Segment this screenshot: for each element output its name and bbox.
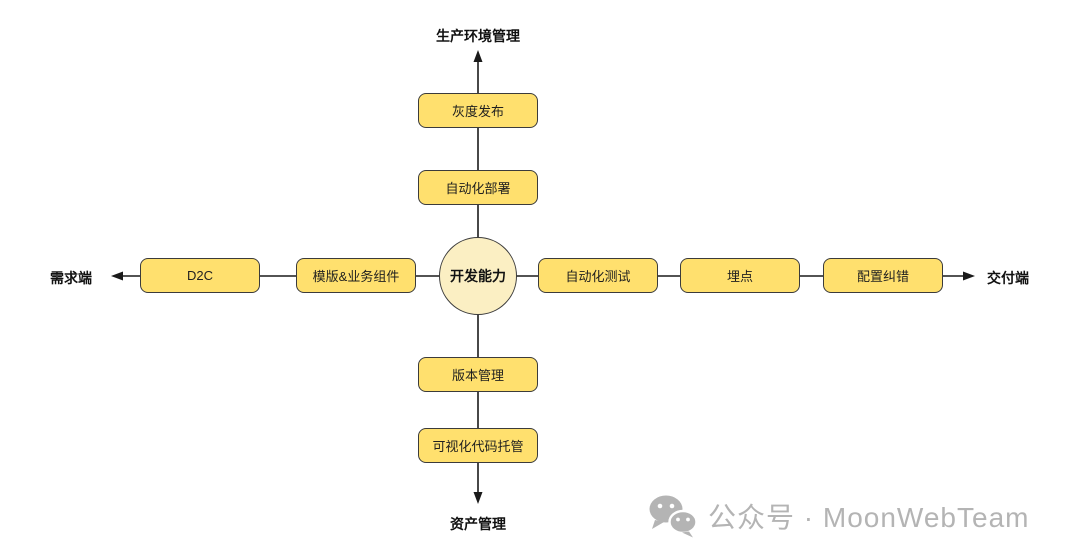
- node-d2c: D2C: [140, 258, 260, 293]
- node-version-management: 版本管理: [418, 357, 538, 392]
- arrowhead-up: [473, 50, 483, 62]
- axis-label-top: 生产环境管理: [436, 28, 520, 44]
- axis-label-right: 交付端: [987, 270, 1029, 286]
- node-template-components: 模版&业务组件: [296, 258, 416, 293]
- axis-label-bottom: 资产管理: [450, 516, 506, 532]
- wechat-icon: [649, 495, 698, 538]
- node-visual-code-hosting: 可视化代码托管: [418, 428, 538, 463]
- node-config-correction: 配置纠错: [823, 258, 943, 293]
- axis-label-left: 需求端: [50, 270, 92, 286]
- node-automated-testing: 自动化测试: [538, 258, 658, 293]
- arrowhead-right: [963, 271, 975, 281]
- arrowhead-left: [111, 271, 123, 281]
- node-automated-deploy: 自动化部署: [418, 170, 538, 205]
- node-tracking-points: 埋点: [680, 258, 800, 293]
- watermark-text: 公众号 · MoonWebTeam: [708, 502, 1030, 533]
- node-gray-release: 灰度发布: [418, 93, 538, 128]
- center-node-dev-capability: 开发能力: [439, 237, 517, 315]
- watermark: 公众号 · MoonWebTeam: [648, 494, 1029, 538]
- arrowhead-down: [473, 492, 483, 504]
